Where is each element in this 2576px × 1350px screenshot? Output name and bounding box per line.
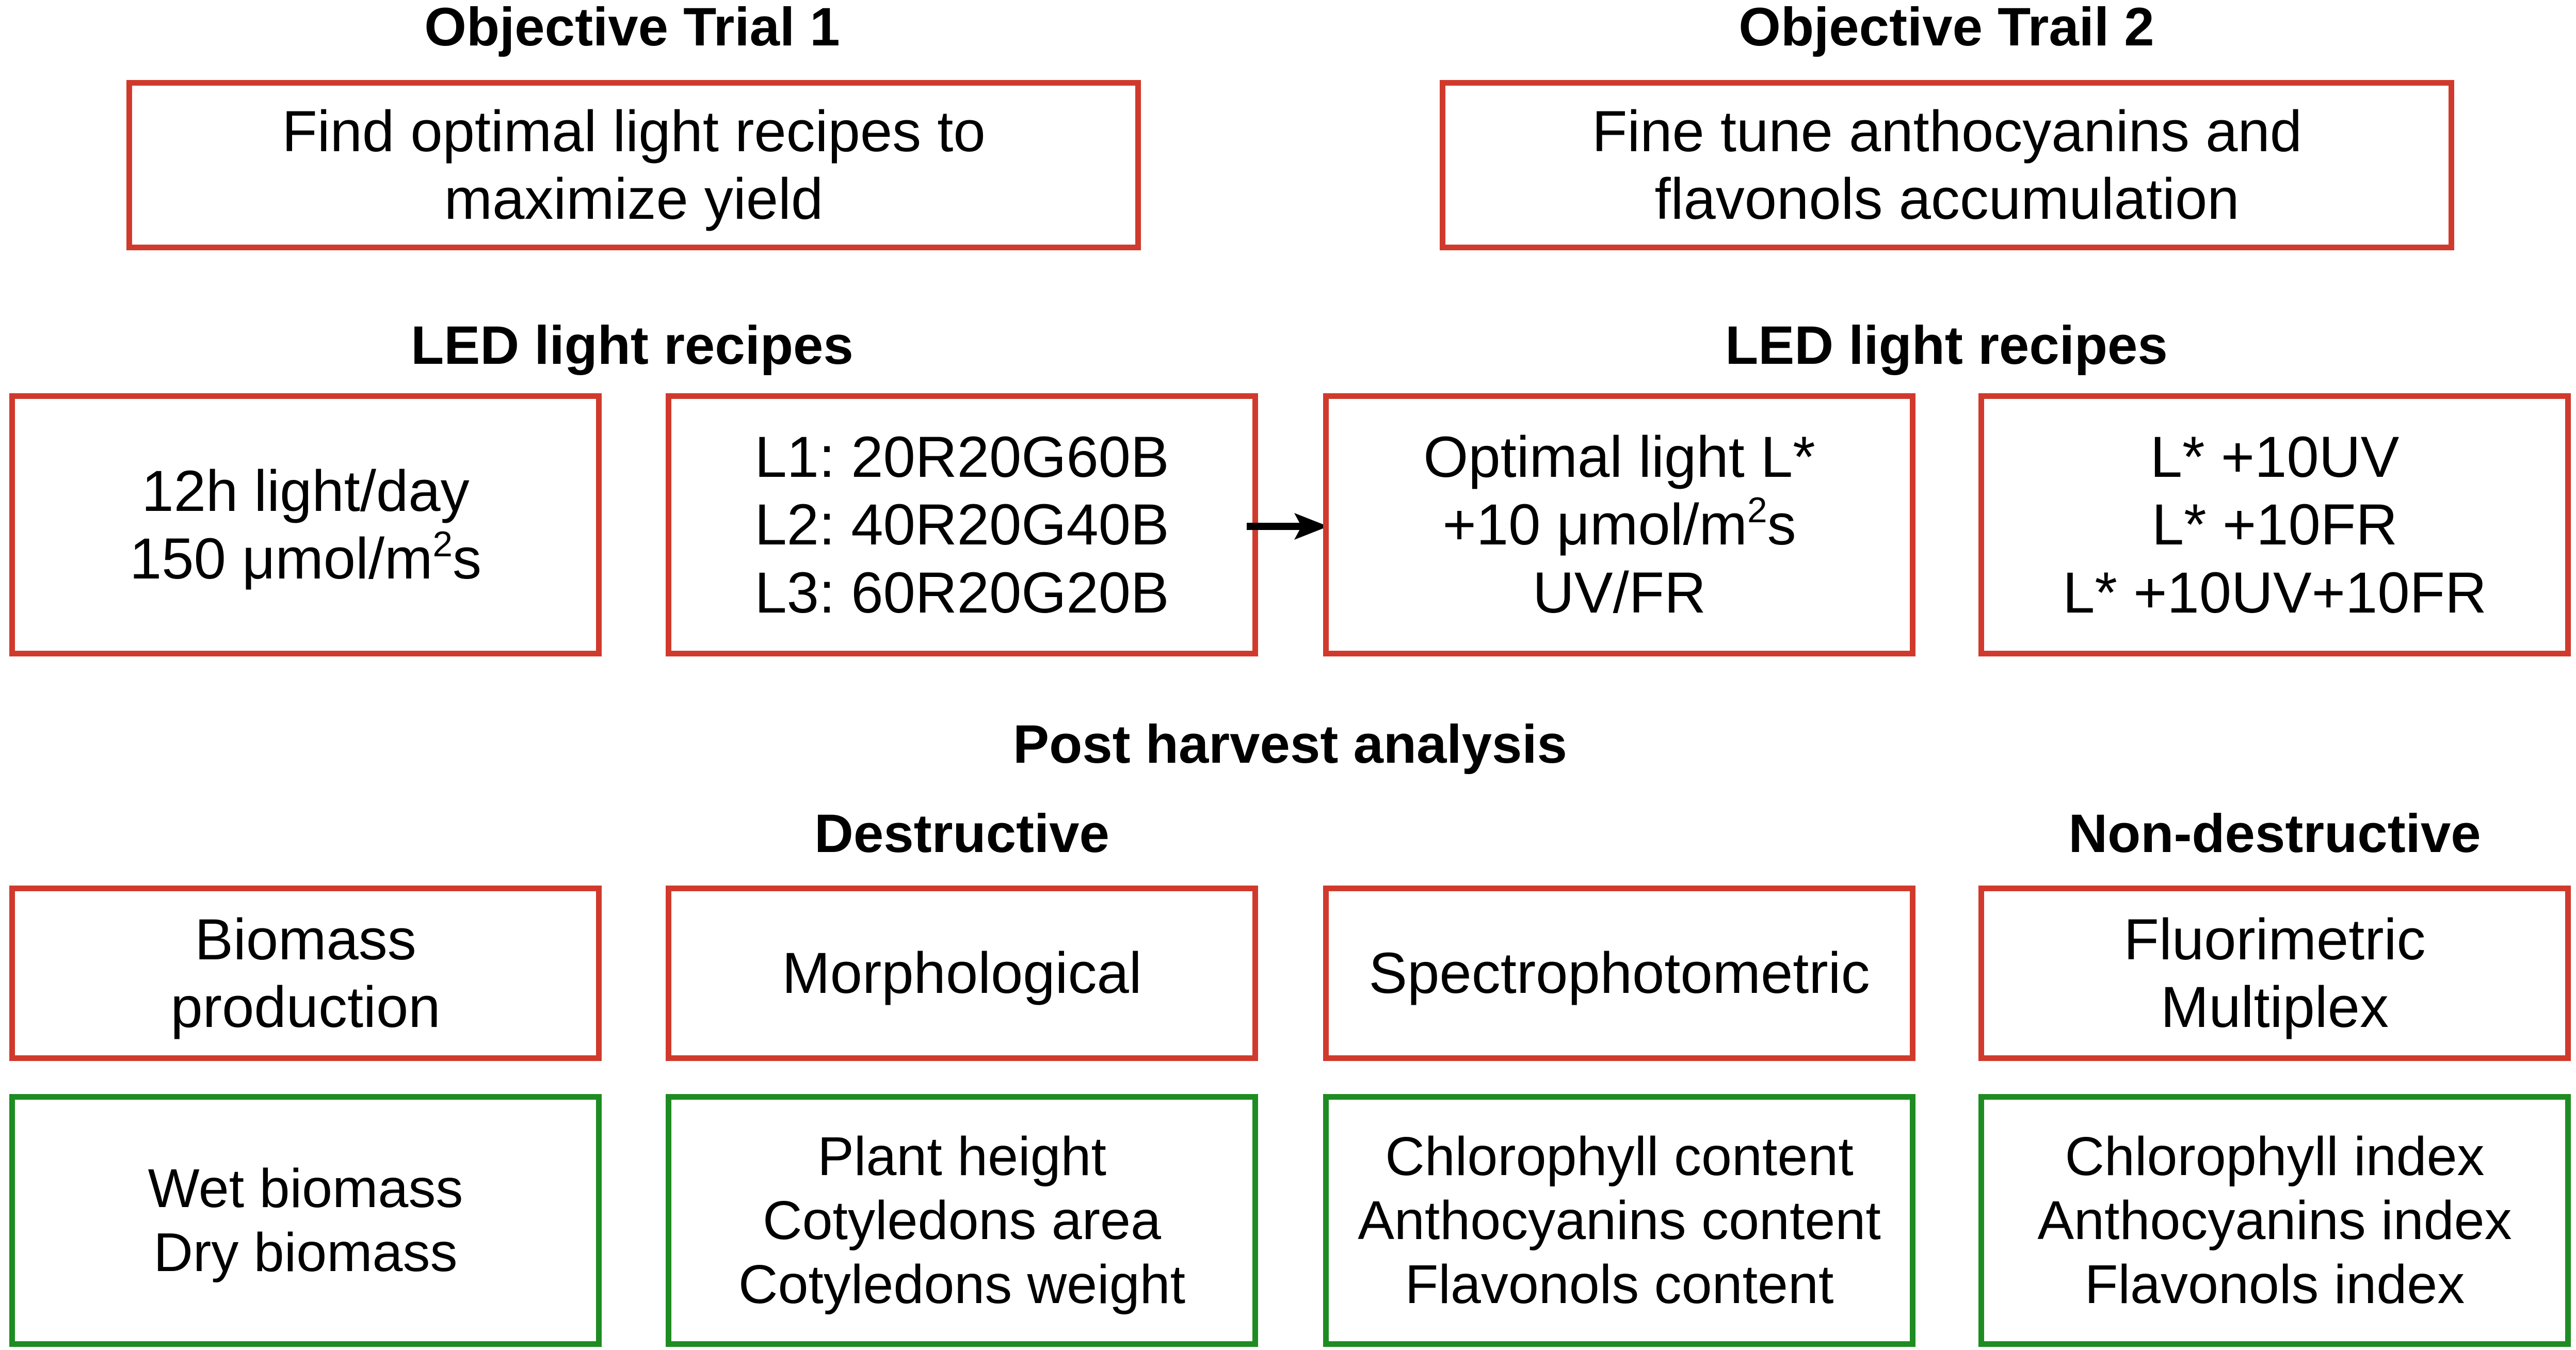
led-recipe-box-3: Optimal light L* +10 μmol/m2s UV/FR bbox=[1323, 393, 1915, 656]
led-recipe-1-line-1: 12h light/day bbox=[141, 458, 470, 523]
measure-morphological-line-3: Cotyledons weight bbox=[738, 1254, 1186, 1315]
category-morphological-line-1: Morphological bbox=[782, 941, 1142, 1006]
right-arrow-icon bbox=[1247, 513, 1328, 540]
category-fluorimetric-line-1: Fluorimetric bbox=[2123, 907, 2426, 972]
category-biomass-line-1: Biomass bbox=[195, 907, 416, 972]
category-box-spectrophotometric: Spectrophotometric bbox=[1323, 886, 1915, 1061]
non-destructive-label: Non-destructive bbox=[2068, 803, 2481, 864]
category-spectrophotometric-line-1: Spectrophotometric bbox=[1369, 941, 1870, 1006]
measure-biomass-line-2: Dry biomass bbox=[153, 1222, 458, 1283]
measure-spectrophotometric-line-3: Flavonols content bbox=[1405, 1254, 1834, 1315]
objective-trial-1-box: Find optimal light recipes to maximize y… bbox=[126, 80, 1141, 250]
measure-spectrophotometric-line-2: Anthocyanins content bbox=[1358, 1190, 1881, 1251]
destructive-label: Destructive bbox=[814, 803, 1109, 864]
objective-trial-2-title: Objective Trail 2 bbox=[1738, 0, 2154, 57]
led-recipe-2-line-3: L3: 60R20G20B bbox=[754, 560, 1169, 625]
measure-fluorimetric-line-1: Chlorophyll index bbox=[2065, 1126, 2485, 1187]
measure-morphological-line-2: Cotyledons area bbox=[763, 1190, 1161, 1251]
objective-trial-2-box: Fine tune anthocyanins and flavonols acc… bbox=[1440, 80, 2454, 250]
led-recipes-heading-right: LED light recipes bbox=[1725, 315, 2168, 376]
measure-morphological-line-1: Plant height bbox=[817, 1126, 1106, 1187]
measure-fluorimetric-line-2: Anthocyanins index bbox=[2037, 1190, 2512, 1251]
led-recipe-box-1: 12h light/day 150 μmol/m2s bbox=[9, 393, 602, 656]
led-recipe-4-line-3: L* +10UV+10FR bbox=[2063, 560, 2487, 625]
post-harvest-title: Post harvest analysis bbox=[1013, 714, 1567, 775]
category-biomass-line-2: production bbox=[170, 975, 441, 1039]
objective-trial-1-title: Objective Trial 1 bbox=[424, 0, 840, 57]
led-recipe-3-line-2: +10 μmol/m2s bbox=[1442, 490, 1796, 557]
measure-biomass-line-1: Wet biomass bbox=[148, 1158, 463, 1219]
category-box-biomass: Biomass production bbox=[9, 886, 602, 1061]
objective-trial-1-line-2: maximize yield bbox=[444, 167, 824, 231]
led-recipe-4-line-1: L* +10UV bbox=[2150, 425, 2400, 490]
led-recipe-3-line-3: UV/FR bbox=[1533, 560, 1706, 625]
led-recipes-heading-left: LED light recipes bbox=[411, 315, 854, 376]
led-recipe-2-line-1: L1: 20R20G60B bbox=[754, 425, 1169, 490]
measure-spectrophotometric-line-1: Chlorophyll content bbox=[1385, 1126, 1854, 1187]
measure-box-fluorimetric: Chlorophyll index Anthocyanins index Fla… bbox=[1978, 1094, 2571, 1347]
led-recipe-box-4: L* +10UV L* +10FR L* +10UV+10FR bbox=[1978, 393, 2571, 656]
objective-trial-1-line-1: Find optimal light recipes to bbox=[282, 99, 986, 164]
led-recipe-box-2: L1: 20R20G60B L2: 40R20G40B L3: 60R20G20… bbox=[666, 393, 1258, 656]
led-recipe-3-line-1: Optimal light L* bbox=[1423, 425, 1815, 490]
measure-box-biomass: Wet biomass Dry biomass bbox=[9, 1094, 602, 1347]
objective-trial-2-line-1: Fine tune anthocyanins and bbox=[1591, 99, 2303, 164]
led-recipe-2-line-2: L2: 40R20G40B bbox=[754, 492, 1169, 557]
measure-box-morphological: Plant height Cotyledons area Cotyledons … bbox=[666, 1094, 1258, 1347]
objective-trial-2-line-2: flavonols accumulation bbox=[1654, 167, 2240, 231]
category-fluorimetric-line-2: Multiplex bbox=[2161, 975, 2389, 1039]
measure-fluorimetric-line-3: Flavonols index bbox=[2084, 1254, 2465, 1315]
category-box-fluorimetric: Fluorimetric Multiplex bbox=[1978, 886, 2571, 1061]
measure-box-spectrophotometric: Chlorophyll content Anthocyanins content… bbox=[1323, 1094, 1915, 1347]
category-box-morphological: Morphological bbox=[666, 886, 1258, 1061]
led-recipe-4-line-2: L* +10FR bbox=[2151, 492, 2398, 557]
led-recipe-1-line-2: 150 μmol/m2s bbox=[129, 523, 482, 591]
